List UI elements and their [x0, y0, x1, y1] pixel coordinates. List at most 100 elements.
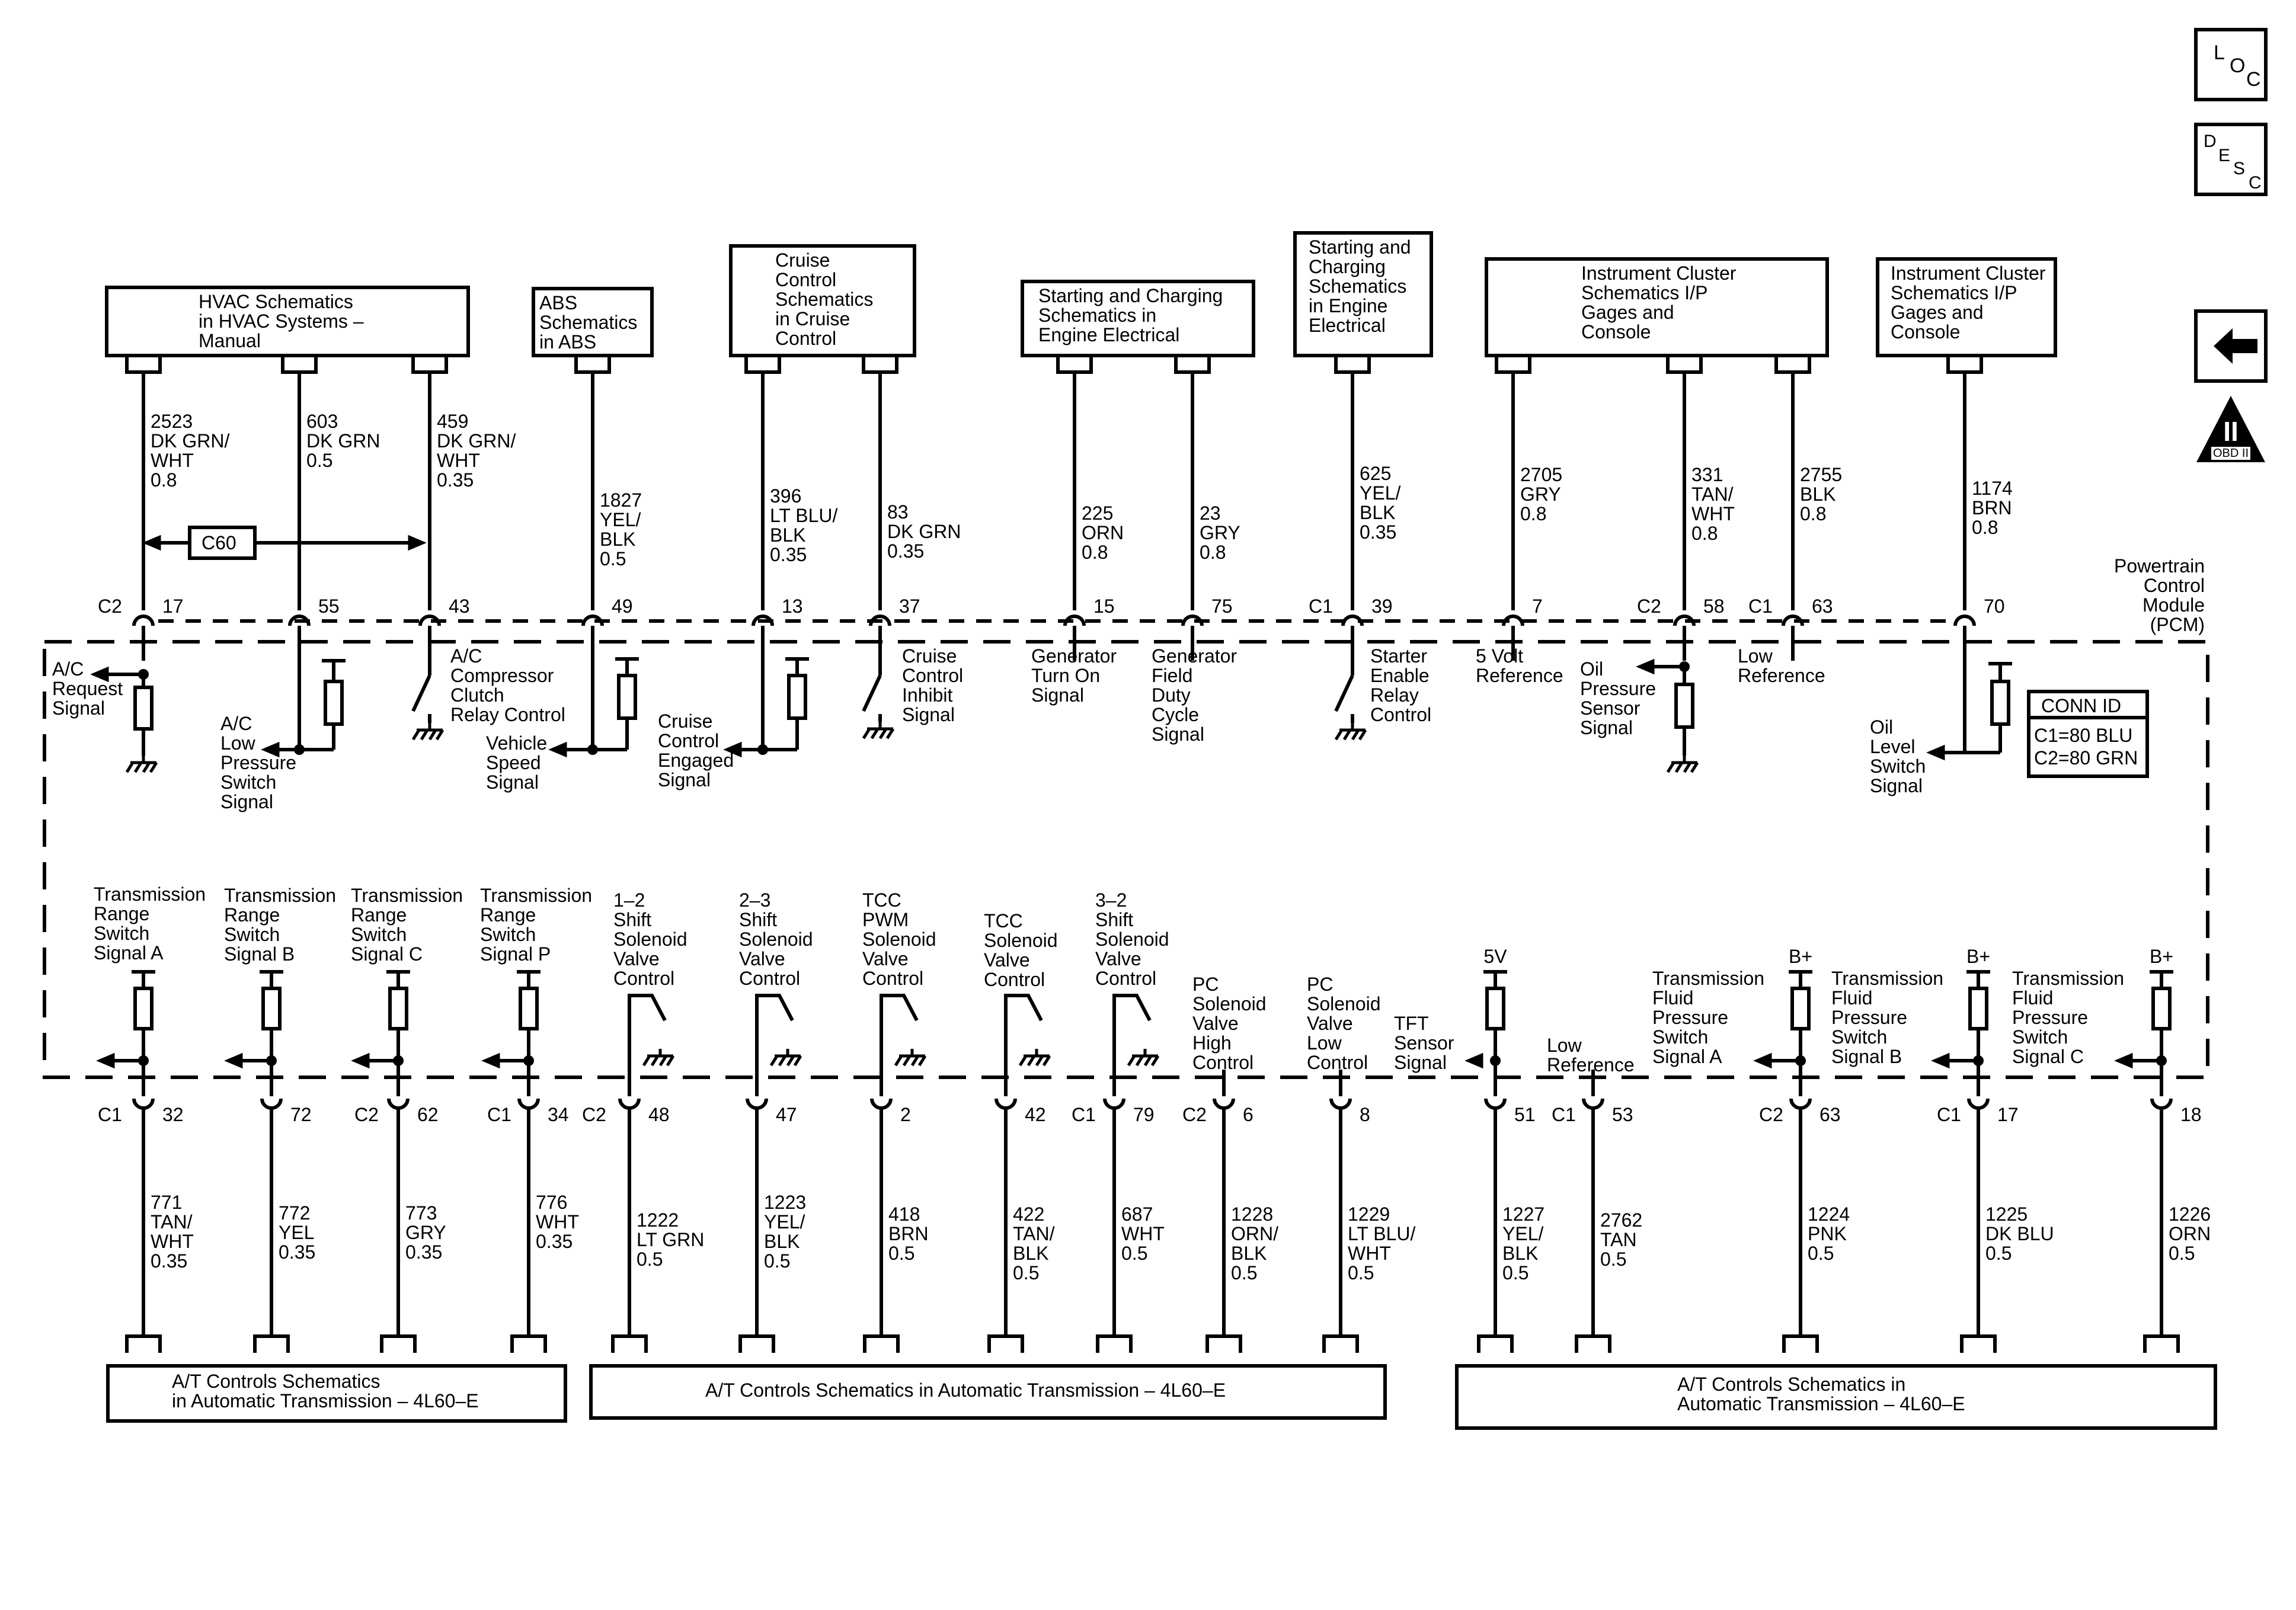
wire-label: 776: [536, 1192, 567, 1213]
pin-49: [581, 614, 604, 626]
signal-name: Fluid: [1831, 987, 1872, 1009]
arrow-left: [1636, 658, 1655, 675]
pcm-label: Module: [2142, 594, 2205, 616]
pin-62: [387, 1098, 410, 1110]
schematic-ref-text: Schematics: [1309, 276, 1406, 297]
wire-label: 0.5: [764, 1250, 790, 1272]
signal-name: Pressure: [1831, 1007, 1907, 1028]
connector-tab: [1174, 356, 1211, 374]
signal-name: Range: [351, 904, 407, 926]
signal-name: Generator: [1152, 645, 1237, 667]
schematic-ref-box-at1: [106, 1364, 567, 1423]
schematic-ref-text: Schematics I/P: [1581, 282, 1707, 303]
connector-tab: [1477, 1334, 1514, 1353]
signal-name: 3–2: [1095, 889, 1127, 911]
wire-label: 459: [437, 411, 468, 432]
conn-id-title: CONN ID: [2041, 695, 2121, 716]
wire-label: 23: [1200, 502, 1221, 524]
wire-label: 2755: [1800, 464, 1842, 485]
desc-icon-letter: S: [2233, 159, 2245, 178]
c60-arrow-left: [142, 534, 161, 551]
signal-name: Solenoid: [862, 929, 936, 950]
resistor-symbol: [2151, 987, 2172, 1030]
signal-name: Solenoid: [739, 929, 813, 950]
pin-number: 43: [449, 596, 470, 617]
obd-ii-label: OBD II: [2213, 447, 2249, 460]
pin-63: [1782, 614, 1804, 626]
wire-label: 0.5: [1231, 1262, 1257, 1283]
wire-label: 0.8: [1972, 517, 1998, 538]
signal-name: Clutch: [450, 684, 504, 706]
resistor-symbol: [388, 987, 408, 1030]
signal-name: Cruise: [902, 645, 957, 667]
signal-name: Valve: [862, 948, 909, 969]
connector-tab: [1205, 1334, 1242, 1353]
wire-label: DK GRN: [306, 430, 380, 452]
signal-name: Sensor: [1580, 697, 1641, 719]
loc-icon-letter: C: [2246, 68, 2261, 91]
ground-symbol: [769, 1049, 802, 1067]
pin-number: 62: [417, 1104, 439, 1125]
pcm-module-outline: [43, 640, 2209, 1079]
signal-name: Signal A: [94, 942, 164, 964]
signal-name: Request: [52, 678, 123, 699]
wire-label: 0.5: [888, 1243, 914, 1264]
back-arrow-icon: [2214, 328, 2257, 364]
wire-label: 1174: [1972, 478, 2013, 499]
arrow-left: [1931, 1052, 1950, 1069]
wire-label: WHT: [1121, 1223, 1165, 1244]
resistor-symbol: [519, 987, 539, 1030]
signal-name: Signal: [658, 769, 711, 790]
pin-number: 58: [1703, 596, 1725, 617]
obd-ii-numeral: II: [2223, 416, 2239, 447]
connector-mark: C1: [1309, 596, 1333, 617]
arrow-left: [90, 666, 109, 683]
pin-number: 17: [1997, 1104, 2019, 1125]
wire-label: 625: [1360, 463, 1391, 484]
signal-name: Inhibit: [902, 684, 953, 706]
pin-number: 42: [1025, 1104, 1046, 1125]
connector-tab: [863, 1334, 900, 1353]
schematic-ref-text: Control: [775, 269, 836, 290]
schematic-ref-box-abs: [532, 287, 654, 357]
ground-symbol: [125, 756, 158, 773]
connector-mark: C2: [1182, 1104, 1207, 1125]
wire-label: 1827: [600, 489, 642, 511]
pin-number: 70: [1984, 596, 2005, 617]
schematic-ref-text: Schematics in: [1038, 305, 1156, 326]
wire-label: WHT: [437, 450, 480, 471]
pin-number: 15: [1093, 596, 1115, 617]
signal-name: TCC: [862, 889, 901, 911]
connector-mark: C1: [487, 1104, 511, 1125]
signal-name: Level: [1870, 736, 1916, 757]
pcm-label: Control: [2144, 575, 2205, 596]
wire-label: 1224: [1808, 1204, 1850, 1225]
signal-name: Control: [613, 968, 674, 989]
supply-label: B+: [1966, 946, 1990, 967]
wire-label: 0.8: [1691, 523, 1718, 544]
pin-2: [870, 1098, 893, 1110]
wire-label: WHT: [1691, 503, 1735, 524]
signal-name: Signal B: [1831, 1046, 1902, 1067]
supply-label: B+: [2150, 946, 2173, 967]
signal-name: Solenoid: [984, 930, 1058, 951]
signal-name: Fluid: [2012, 987, 2053, 1009]
wire-label: YEL: [279, 1222, 314, 1243]
wire-label: 2523: [151, 411, 193, 432]
pin-number: 34: [548, 1104, 569, 1125]
wire-label: BRN: [888, 1223, 929, 1244]
wire-label: TAN/: [151, 1211, 193, 1233]
wire-label: WHT: [151, 450, 194, 471]
ground-symbol: [1018, 1049, 1051, 1067]
pin-number: 49: [612, 596, 633, 617]
schematic-ref-text: A/T Controls Schematics in Automatic Tra…: [705, 1379, 1226, 1401]
pin-70: [1953, 614, 1976, 626]
schematic-ref-text: Console: [1581, 321, 1651, 343]
wire-label: DK BLU: [1985, 1223, 2054, 1244]
schematic-ref-text: in Cruise: [775, 308, 850, 329]
arrow-left: [723, 741, 742, 758]
wire-label: 0.35: [887, 540, 924, 562]
signal-name: Low: [1307, 1032, 1342, 1054]
wire-label: 0.5: [1348, 1262, 1374, 1283]
signal-name: Transmission: [2012, 968, 2124, 989]
